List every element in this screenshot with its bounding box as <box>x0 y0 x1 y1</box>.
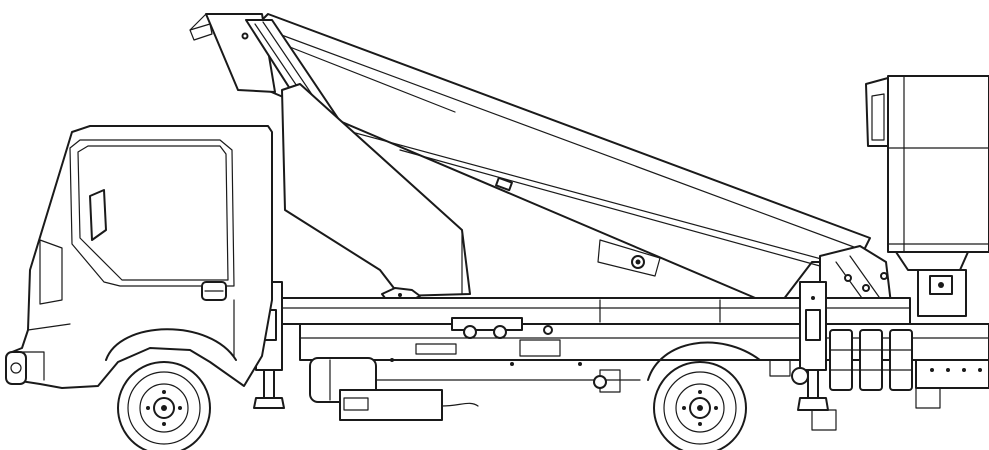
underbody-details <box>375 358 837 431</box>
front-wheel <box>105 328 237 450</box>
work-basket <box>865 75 989 317</box>
main-boom <box>261 13 871 305</box>
rear-wheel <box>653 361 747 450</box>
rear-bumper-bracket <box>915 359 989 409</box>
front-stabilizer <box>797 281 829 411</box>
fuel-tank <box>309 357 479 421</box>
mud-flap-rear <box>599 341 809 393</box>
truck-cab <box>5 125 273 389</box>
hydraulic-cylinders <box>829 329 913 391</box>
